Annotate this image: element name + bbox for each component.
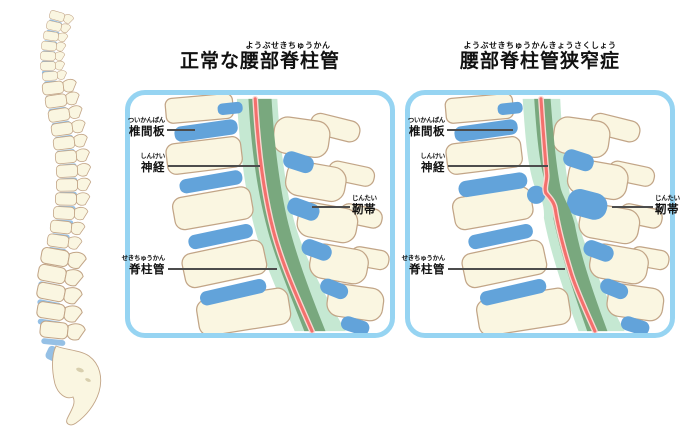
sacrum-detail [76, 367, 84, 373]
nerve-line [253, 97, 314, 333]
title-furigana: ようぶせきちゅうかん [245, 41, 331, 50]
stenosis-canal-diagram [444, 95, 670, 333]
lumbar-vertebrae [34, 245, 88, 349]
sacrum [52, 345, 102, 426]
sacrum-detail [85, 378, 91, 382]
panel-stenosis-title: ようぶせきちゅうかんきょうさくしょう 腰部脊柱管狭窄症 [400, 40, 680, 73]
title-text: 正常な腰部脊柱管 [179, 50, 340, 72]
panel-normal: ようぶせきちゅうかん 正常な腰部脊柱管 [120, 40, 400, 360]
panel-stenosis: ようぶせきちゅうかんきょうさくしょう 腰部脊柱管狭窄症 [400, 40, 680, 360]
normal-canal-diagram [164, 95, 390, 333]
title-furigana: ようぶせきちゅうかんきょうさくしょう [463, 41, 617, 50]
title-text: 腰部脊柱管狭窄症 [459, 50, 620, 72]
dural-sac-band [248, 98, 326, 332]
nerve-line-kinked [539, 97, 597, 333]
thickened-ligament [566, 189, 608, 220]
spine-side-view-illustration [34, 9, 102, 426]
thoracic-vertebrae [41, 78, 92, 257]
discs-and-ligaments [174, 101, 370, 333]
cervical-vertebrae [40, 9, 75, 85]
posterior-processes [272, 112, 390, 322]
bulging-disc [527, 185, 546, 204]
dural-sac-band-pinched [534, 98, 608, 332]
normal-diagram-frame [125, 90, 395, 338]
stenosis-diagram-frame [405, 90, 675, 338]
panel-normal-title: ようぶせきちゅうかん 正常な腰部脊柱管 [120, 40, 400, 73]
